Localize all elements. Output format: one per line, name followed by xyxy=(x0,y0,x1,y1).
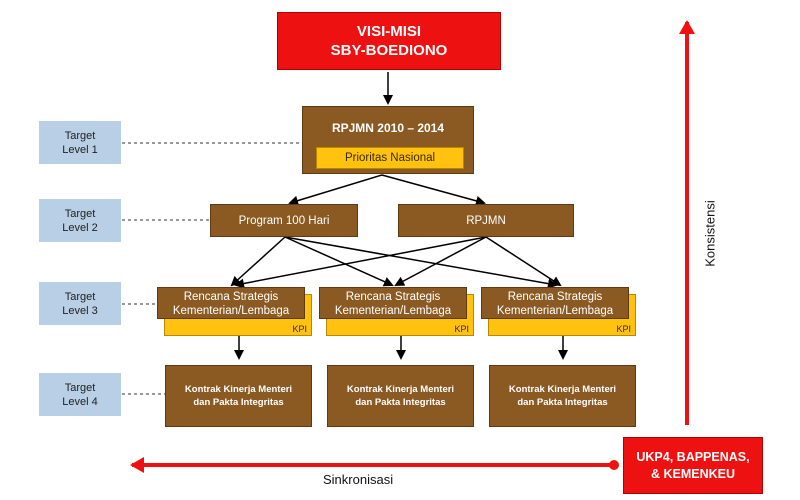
vision-box: VISI-MISI SBY-BOEDIONO xyxy=(277,12,501,70)
rpjmn-box: RPJMN xyxy=(398,204,574,237)
kpi-label-3: KPI xyxy=(616,324,631,334)
arrow-rpjmn2-to-renstra3 xyxy=(485,236,562,287)
target-3-line2: Level 3 xyxy=(62,304,98,317)
target-3-line1: Target xyxy=(64,290,96,303)
target-level-4: Target Level 4 xyxy=(39,373,121,416)
vision-line1: VISI-MISI xyxy=(356,23,422,40)
kontrak-box-2: Kontrak Kinerja Menteri dan Pakta Integr… xyxy=(327,365,474,427)
rpjmn-2010-title: RPJMN 2010 – 2014 xyxy=(331,121,445,135)
arrow-rpjmn2-to-renstra2 xyxy=(394,236,487,286)
ukp4-line1: UKP4, BAPPENAS, xyxy=(636,449,750,464)
ukp4-line2: & KEMENKEU xyxy=(650,466,736,481)
renstra-3-line2: Kementerian/Lembaga xyxy=(496,305,614,317)
target-2-line1: Target xyxy=(64,207,96,220)
arrow-program100-to-renstra2 xyxy=(284,236,394,287)
program-100-hari-label: Program 100 Hari xyxy=(238,214,330,227)
target-1-line1: Target xyxy=(64,129,96,142)
arrow-program100-to-renstra3 xyxy=(284,236,558,289)
renstra-2-line2: Kementerian/Lembaga xyxy=(334,305,452,317)
renstra-1-line1: Rencana Strategis xyxy=(183,291,279,303)
kpi-label-1: KPI xyxy=(292,324,307,334)
kontrak-1-line1: Kontrak Kinerja Menteri xyxy=(184,384,293,395)
arrow-rpjmn-to-rpjmn2 xyxy=(381,174,486,206)
renstra-3-line1: Rencana Strategis xyxy=(507,291,603,303)
konsistensi-label: Konsistensi xyxy=(702,200,718,267)
kpi-label-2: KPI xyxy=(454,324,469,334)
kontrak-1-line2: dan Pakta Integritas xyxy=(193,397,284,408)
renstra-box-3: Rencana Strategis Kementerian/Lembaga xyxy=(481,287,629,319)
sinkronisasi-label: Sinkronisasi xyxy=(323,472,394,487)
target-4-line1: Target xyxy=(64,381,96,394)
prioritas-nasional-box: Prioritas Nasional xyxy=(316,147,464,169)
vision-line2: SBY-BOEDIONO xyxy=(330,42,448,59)
renstra-box-2: Rencana Strategis Kementerian/Lembaga xyxy=(319,287,467,319)
kontrak-box-3: Kontrak Kinerja Menteri dan Pakta Integr… xyxy=(489,365,636,427)
arrow-rpjmn-to-program100 xyxy=(288,174,383,206)
kontrak-2-line1: Kontrak Kinerja Menteri xyxy=(346,384,455,395)
target-4-line2: Level 4 xyxy=(62,395,98,408)
target-1-line2: Level 1 xyxy=(62,143,98,156)
rpjmn-label: RPJMN xyxy=(466,214,506,227)
renstra-1-line2: Kementerian/Lembaga xyxy=(172,305,290,317)
program-100-hari-box: Program 100 Hari xyxy=(210,204,358,237)
arrow-rpjmn2-to-renstra1 xyxy=(234,236,487,289)
arrow-program100-to-renstra1 xyxy=(230,236,286,287)
kontrak-box-1: Kontrak Kinerja Menteri dan Pakta Integr… xyxy=(165,365,312,427)
target-level-1: Target Level 1 xyxy=(39,121,121,164)
kontrak-2-line2: dan Pakta Integritas xyxy=(355,397,446,408)
ukp4-box: UKP4, BAPPENAS, & KEMENKEU xyxy=(623,437,763,494)
prioritas-nasional-label: Prioritas Nasional xyxy=(344,152,436,164)
target-level-3: Target Level 3 xyxy=(39,282,121,325)
renstra-box-1: Rencana Strategis Kementerian/Lembaga xyxy=(157,287,305,319)
target-level-2: Target Level 2 xyxy=(39,199,121,242)
kontrak-3-line2: dan Pakta Integritas xyxy=(517,397,608,408)
sinkronisasi-arrow-origin xyxy=(609,460,619,470)
renstra-2-line1: Rencana Strategis xyxy=(345,291,441,303)
kontrak-3-line1: Kontrak Kinerja Menteri xyxy=(508,384,617,395)
target-2-line2: Level 2 xyxy=(62,221,98,234)
